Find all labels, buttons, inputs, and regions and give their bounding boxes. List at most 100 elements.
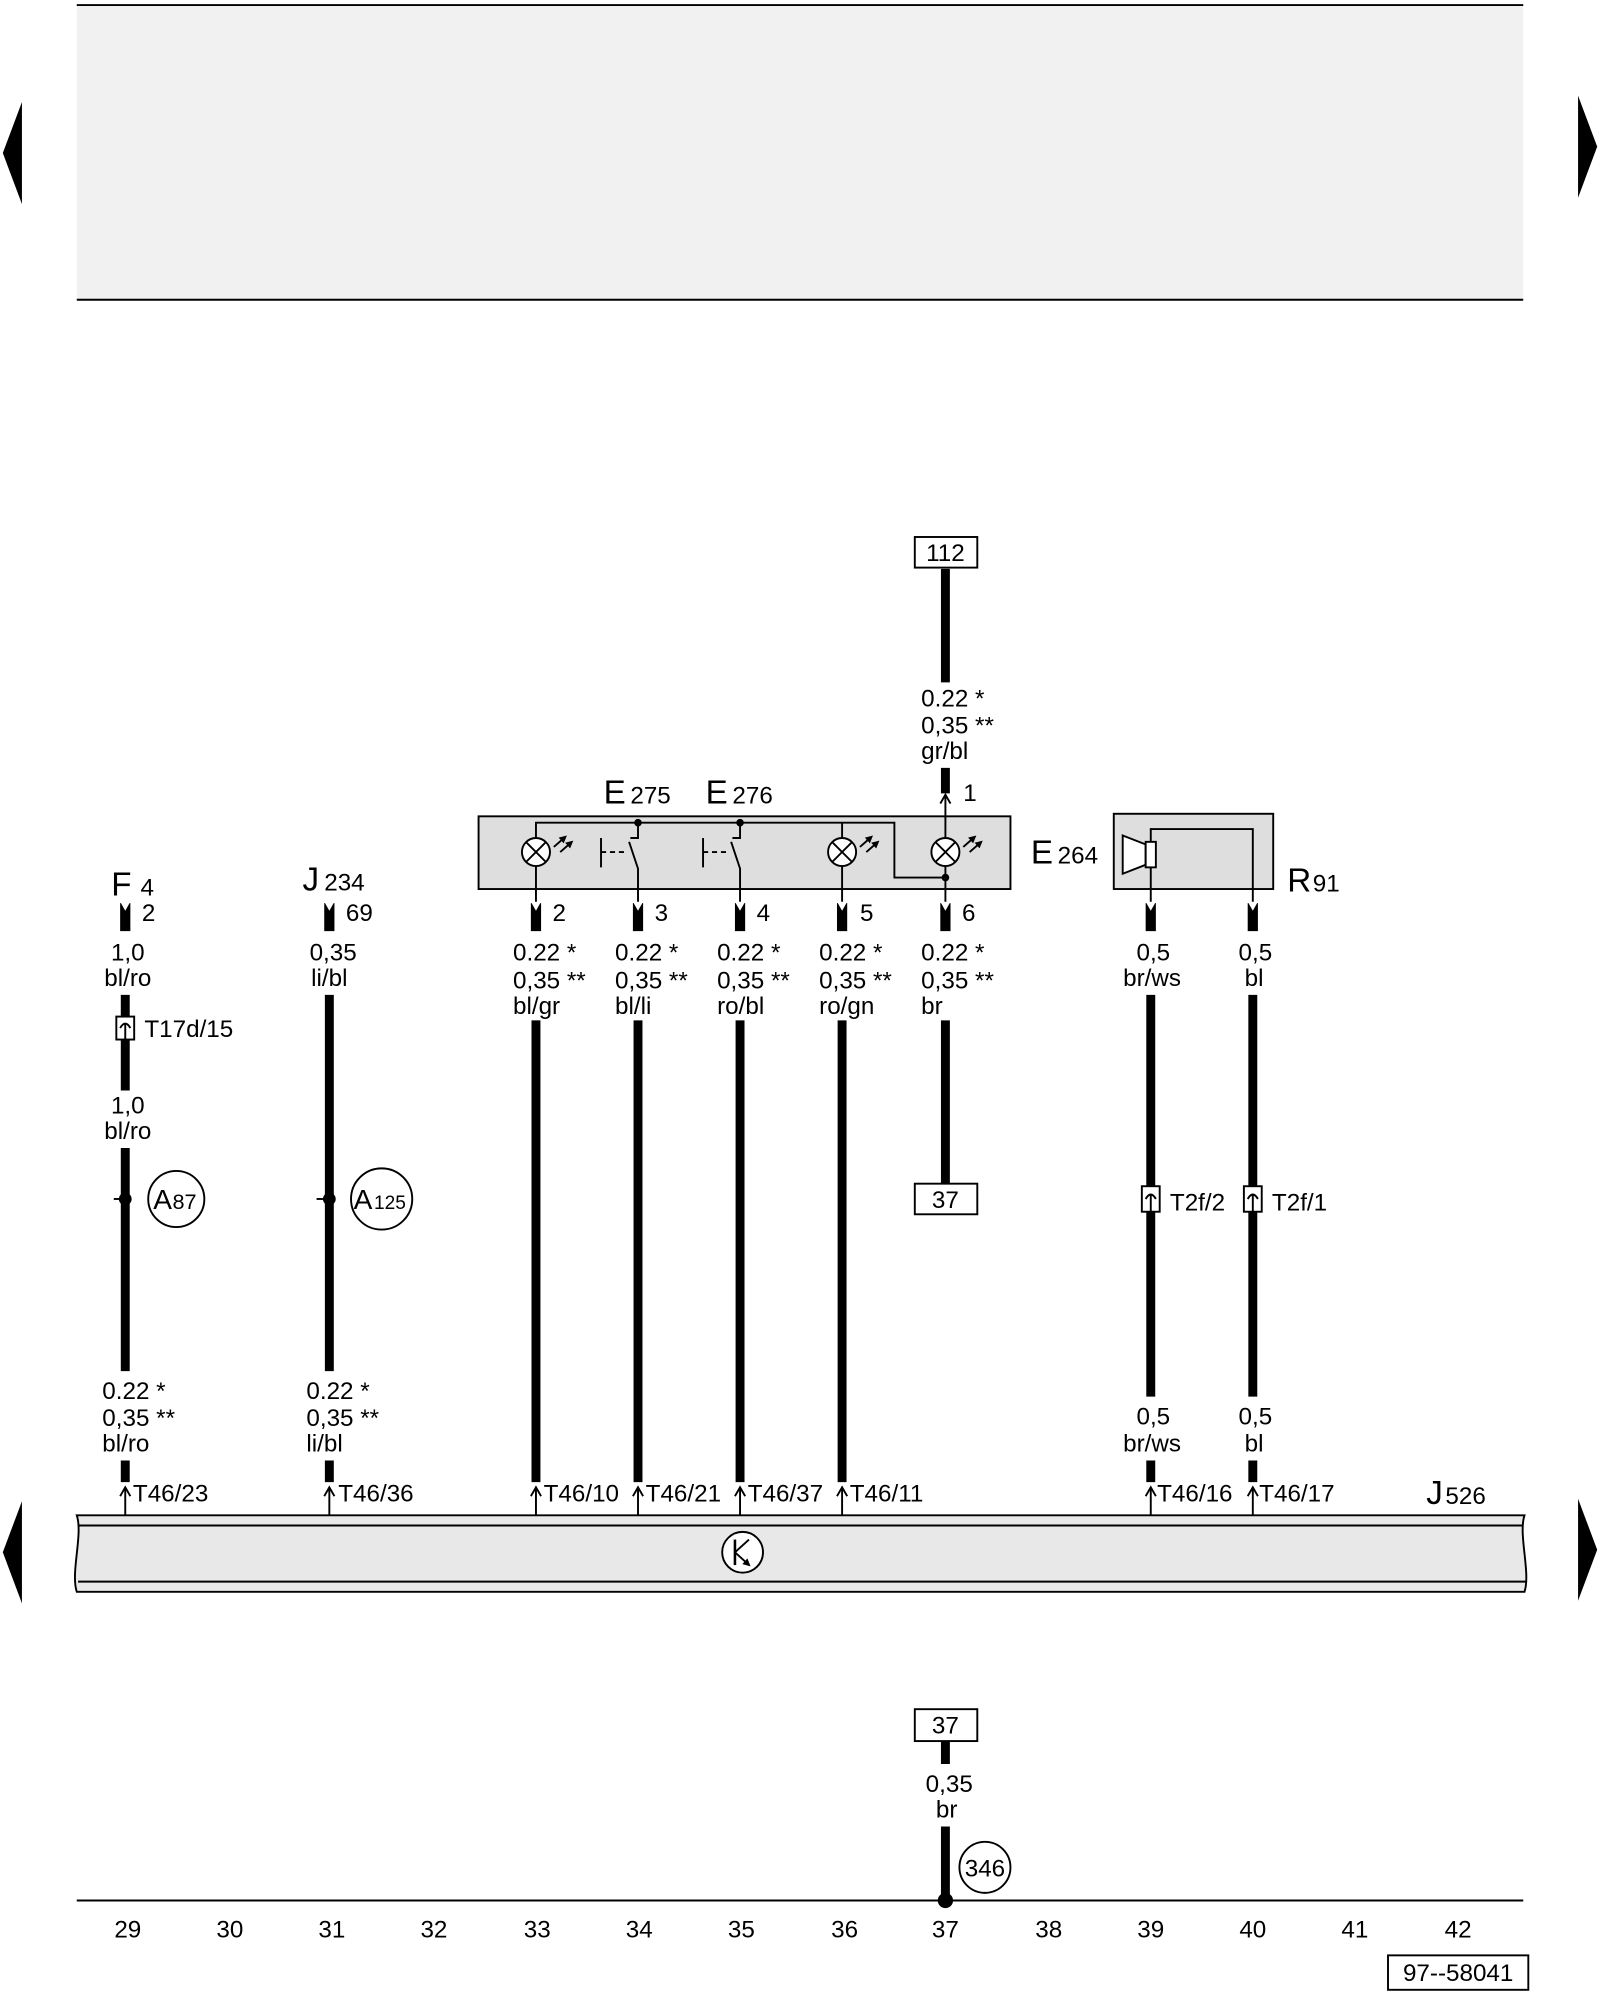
wire-spec: 0.22 *	[306, 1378, 370, 1405]
component-number: 234	[324, 869, 364, 896]
wire-spec: 0,35 **	[819, 968, 892, 995]
reference-37-label: 37	[932, 1187, 959, 1214]
component-letter: F	[111, 866, 131, 903]
wire-col35: 4 0.22 * 0,35 ** ro/bl T46/37	[717, 900, 823, 1525]
wire-spec: 0.22 *	[717, 939, 781, 966]
ground-connection-346[interactable]: 346	[958, 1840, 1012, 1894]
wire-color: bl/li	[615, 993, 651, 1020]
column-number: 42	[1445, 1917, 1472, 1944]
connection-a125[interactable]: A 125	[350, 1167, 414, 1231]
reference-37-upper[interactable]: 37	[913, 1182, 979, 1216]
header-panel	[76, 4, 1524, 301]
wire-spec: 0,5	[1239, 939, 1273, 966]
pin-number: 6	[962, 900, 975, 927]
column-number: 37	[932, 1917, 959, 1944]
buzzer-icon	[1121, 834, 1157, 876]
column-number: 35	[728, 1917, 755, 1944]
reference-code: 97--58041	[1387, 1954, 1530, 1991]
prev-page-arrow-lower-icon[interactable]	[2, 1501, 22, 1604]
next-page-arrow-lower-icon[interactable]	[1578, 1498, 1598, 1601]
component-letter: R	[1287, 863, 1311, 900]
component-number: 4	[141, 874, 154, 901]
lamp-icon	[930, 835, 983, 868]
column-number: 33	[524, 1917, 551, 1944]
label-j526: J 526	[1426, 1475, 1486, 1512]
column-number: 31	[318, 1917, 345, 1944]
reference-code-label: 97--58041	[1403, 1960, 1513, 1987]
terminal-label: T46/23	[133, 1480, 208, 1507]
wire-color: ro/gn	[819, 993, 874, 1020]
buzzer-unit[interactable]	[1112, 812, 1275, 890]
wire-spec: 0,35	[310, 939, 357, 966]
column-number: 32	[420, 1917, 447, 1944]
control-unit-j526[interactable]	[73, 1514, 1528, 1593]
terminal-label: T46/21	[646, 1480, 721, 1507]
component-number: 275	[630, 783, 670, 810]
wire-col31: 69 0,35 li/bl A 125 0.22 * 0,35 ** li/bl…	[306, 900, 414, 1525]
wire-color: bl/ro	[104, 965, 151, 992]
pin-number: 1	[963, 780, 976, 807]
wire-color: li/bl	[306, 1431, 342, 1458]
terminal-label: T46/16	[1157, 1480, 1232, 1507]
prev-page-arrow-icon[interactable]	[2, 102, 22, 205]
terminal-label: T46/11	[850, 1480, 924, 1507]
pin-number: 2	[142, 900, 155, 927]
pin-number: 5	[860, 900, 873, 927]
wire-color: bl/ro	[104, 1118, 151, 1145]
wire-spec: 0,5	[1239, 1404, 1273, 1431]
wire-color: bl/ro	[102, 1431, 149, 1458]
inline-connector-label: T17d/15	[144, 1016, 233, 1043]
wire-color: br	[936, 1797, 958, 1824]
wire-color: bl/gr	[513, 993, 560, 1020]
column-number: 38	[1035, 1917, 1062, 1944]
inline-connector-label: T2f/1	[1272, 1189, 1327, 1216]
wire-spec: 0,35	[926, 1771, 973, 1798]
wire-spec: 0,5	[1136, 939, 1170, 966]
next-page-arrow-icon[interactable]	[1578, 95, 1598, 198]
pin-number: 3	[655, 900, 668, 927]
wire-col40: 0,5 bl T2f/1 0,5 bl T46/17	[1239, 939, 1335, 1525]
switch-lamp-unit[interactable]	[477, 815, 1012, 890]
wire-color: br	[921, 993, 943, 1020]
component-number: 526	[1445, 1483, 1485, 1510]
label-e276: E 276	[706, 775, 773, 812]
connection-letter: A	[153, 1184, 172, 1215]
wire-col29: 2 1,0 bl/ro T17d/15 1,0 bl/ro A 87 0.22 …	[102, 900, 233, 1525]
inline-connector	[1140, 1185, 1161, 1213]
pin-connectors	[120, 889, 1258, 932]
column-number: 41	[1341, 1917, 1368, 1944]
wire-col33: 2 0.22 * 0,35 ** bl/gr T46/10	[513, 900, 619, 1525]
component-number: 264	[1058, 843, 1098, 870]
component-letter: E	[706, 775, 728, 812]
label-e275: E 275	[604, 775, 671, 812]
column-numbers: 29 30 31 32 33 34 35 36 37 38 39 40 41 4…	[114, 1917, 1471, 1944]
component-number: 91	[1313, 871, 1340, 898]
pin-number: 69	[346, 900, 373, 927]
wire-color: li/bl	[311, 965, 347, 992]
label-e264: E 264	[1031, 835, 1098, 872]
inline-connector	[1242, 1185, 1263, 1213]
wire-color: br/ws	[1123, 965, 1181, 992]
wire-col37: 6 0.22 * 0,35 ** br	[921, 900, 994, 1184]
reference-37-lower[interactable]: 37	[913, 1708, 979, 1743]
label-r91: R 91	[1287, 863, 1339, 900]
pin-number: 4	[757, 900, 770, 927]
wire-spec: 0,35 **	[921, 712, 994, 739]
component-number: 276	[732, 783, 772, 810]
wire-col39: 0,5 br/ws T2f/2 0,5 br/ws T46/16	[1123, 939, 1233, 1525]
component-letter: J	[1426, 1475, 1443, 1512]
junction-dot	[118, 1192, 132, 1206]
label-f4: F 4	[111, 866, 154, 903]
pushbutton-switch-icon	[600, 822, 639, 890]
column-number: 36	[831, 1917, 858, 1944]
wire-spec: 0,35 **	[306, 1405, 379, 1432]
pin-number: 2	[553, 900, 566, 927]
wire-spec: 0.22 *	[615, 939, 679, 966]
wire-col37-feed: 0.22 * 0,35 ** gr/bl 1	[921, 568, 994, 817]
connection-a87[interactable]: A 87	[147, 1169, 206, 1228]
reference-112[interactable]: 112	[913, 536, 979, 569]
wire-spec: 0,35 **	[102, 1405, 175, 1432]
wire-spec: 1,0	[111, 1093, 145, 1120]
ground-connection-label: 346	[965, 1855, 1005, 1882]
